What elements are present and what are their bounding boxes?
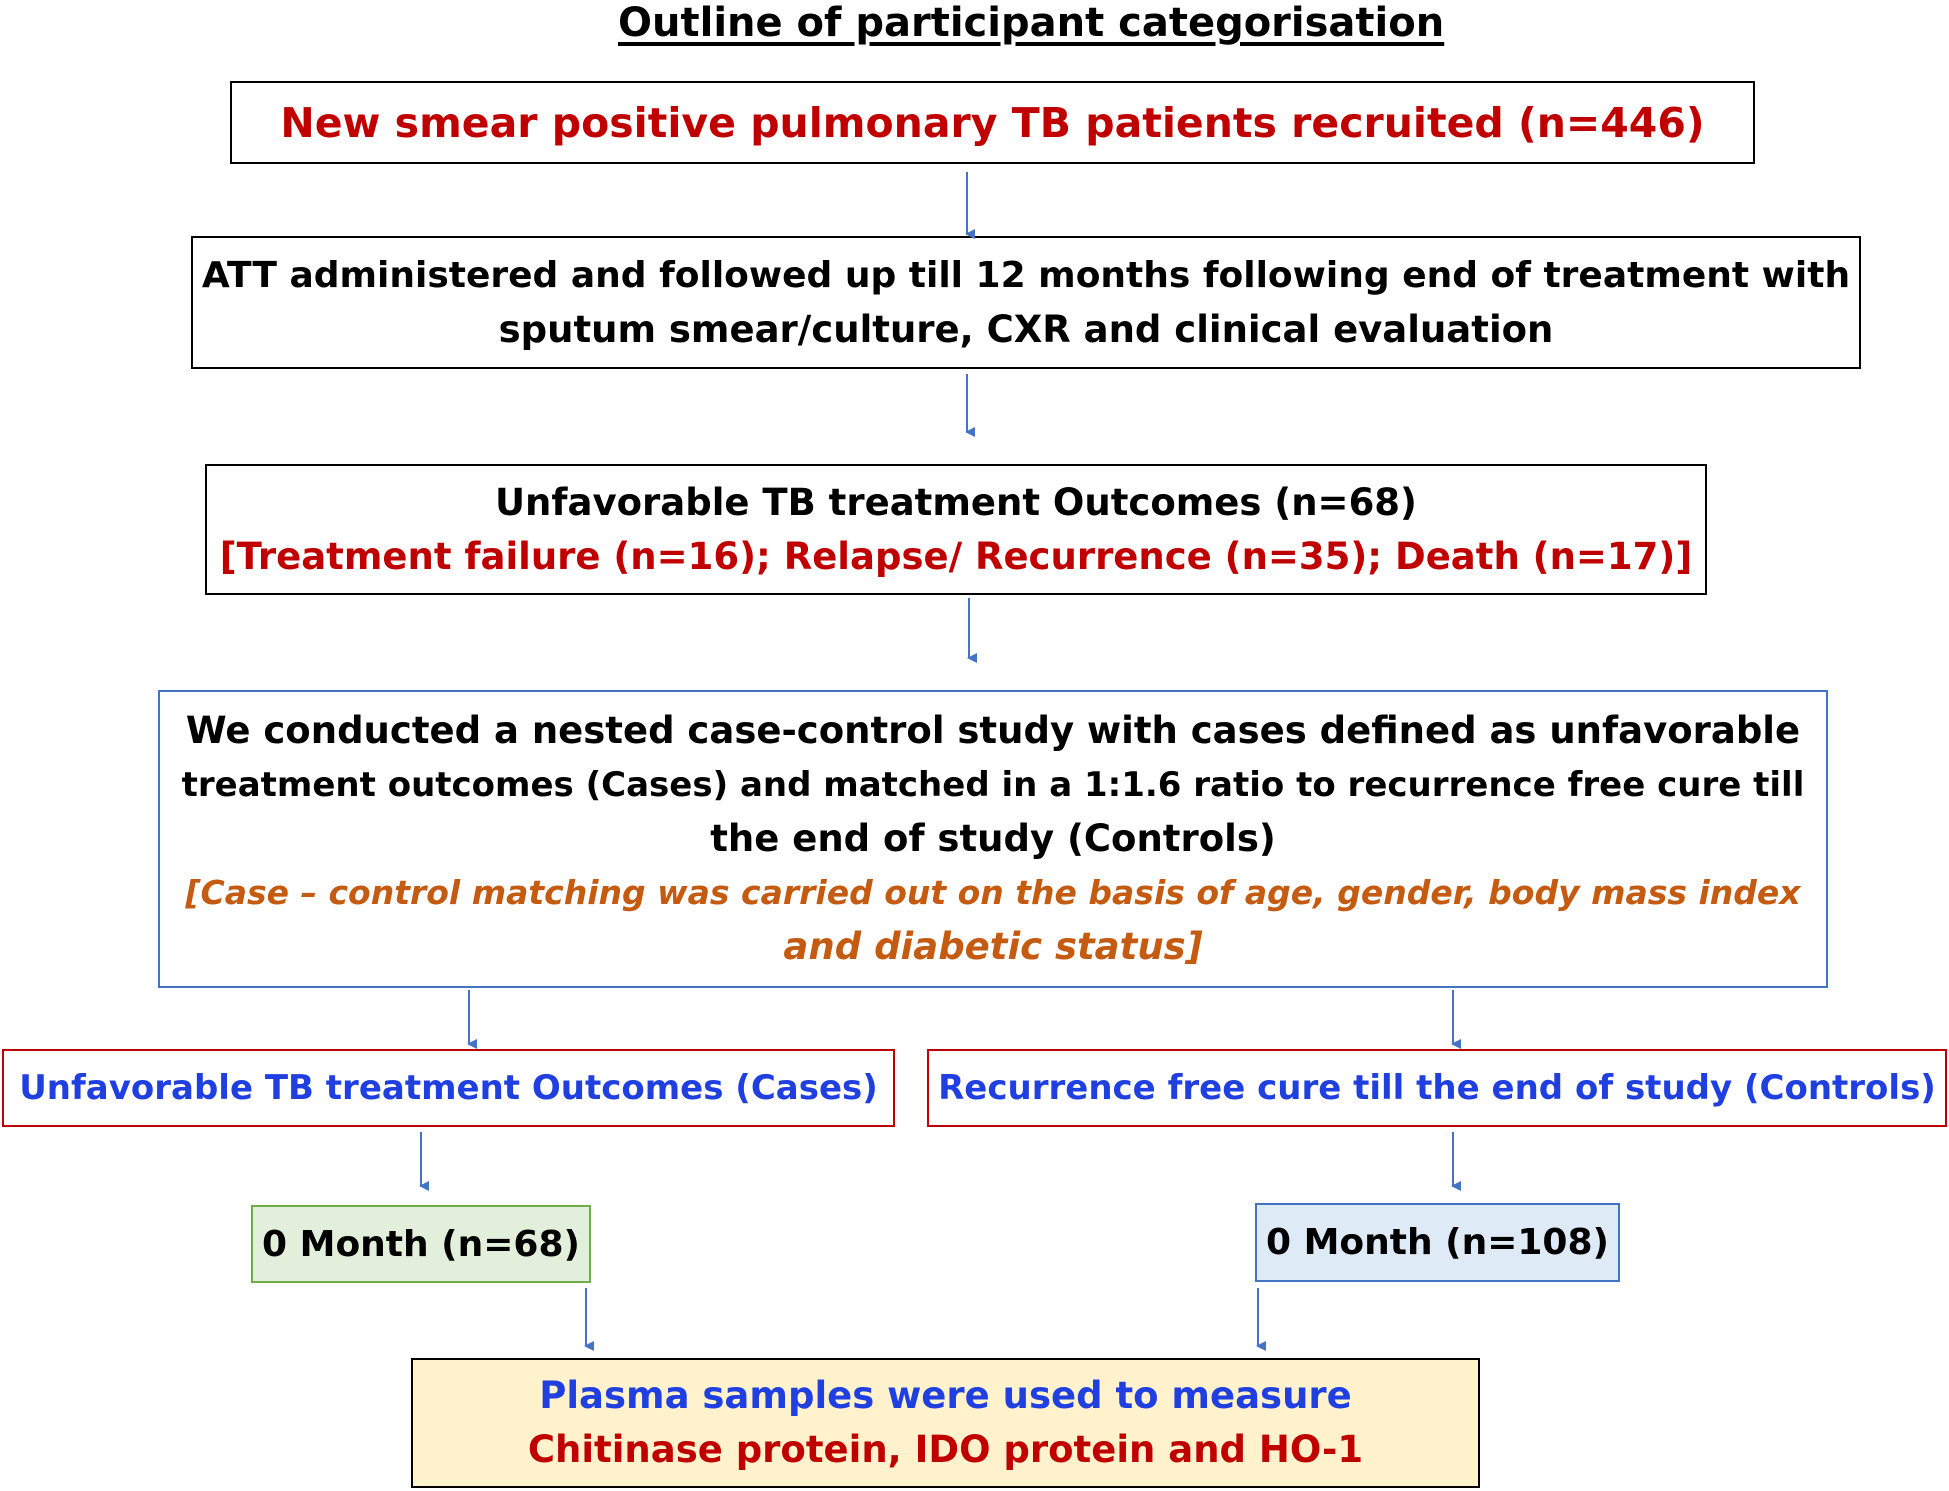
controls-month-text: 0 Month (n=108) xyxy=(1266,1222,1609,1263)
diagram-title: Outline of participant categorisation xyxy=(0,0,1949,46)
plasma-line-1: Plasma samples were used to measure xyxy=(539,1374,1352,1417)
study-design-box: We conducted a nested case-control study… xyxy=(158,690,1828,988)
controls-text: Recurrence free cure till the end of stu… xyxy=(938,1068,1936,1108)
plasma-box: Plasma samples were used to measure Chit… xyxy=(411,1358,1480,1488)
study-line-3: the end of study (Controls) xyxy=(710,817,1276,860)
cases-month-box: 0 Month (n=68) xyxy=(251,1205,591,1283)
study-line-2: treatment outcomes (Cases) and matched i… xyxy=(181,765,1805,805)
controls-box: Recurrence free cure till the end of stu… xyxy=(927,1049,1947,1127)
recruited-text: New smear positive pulmonary TB patients… xyxy=(280,98,1705,147)
plasma-line-2: Chitinase protein, IDO protein and HO-1 xyxy=(527,1428,1364,1471)
cases-month-text: 0 Month (n=68) xyxy=(262,1223,580,1265)
followup-line-1: ATT administered and followed up till 12… xyxy=(201,254,1851,296)
cases-text: Unfavorable TB treatment Outcomes (Cases… xyxy=(19,1068,878,1108)
outcomes-line-2: [Treatment failure (n=16); Relapse/ Recu… xyxy=(219,534,1693,578)
outcomes-line-1: Unfavorable TB treatment Outcomes (n=68) xyxy=(495,480,1417,524)
outcomes-box: Unfavorable TB treatment Outcomes (n=68)… xyxy=(205,464,1707,595)
followup-line-2: sputum smear/culture, CXR and clinical e… xyxy=(498,307,1554,351)
diagram-title-text: Outline of participant categorisation xyxy=(618,0,1445,46)
matching-note-line-1: [Case – control matching was carried out… xyxy=(185,873,1801,912)
matching-note-line-2: and diabetic status] xyxy=(783,925,1203,968)
controls-month-box: 0 Month (n=108) xyxy=(1255,1203,1620,1282)
recruited-box: New smear positive pulmonary TB patients… xyxy=(230,81,1755,164)
cases-box: Unfavorable TB treatment Outcomes (Cases… xyxy=(2,1049,895,1127)
study-line-1: We conducted a nested case-control study… xyxy=(185,709,1801,752)
followup-box: ATT administered and followed up till 12… xyxy=(191,236,1861,369)
